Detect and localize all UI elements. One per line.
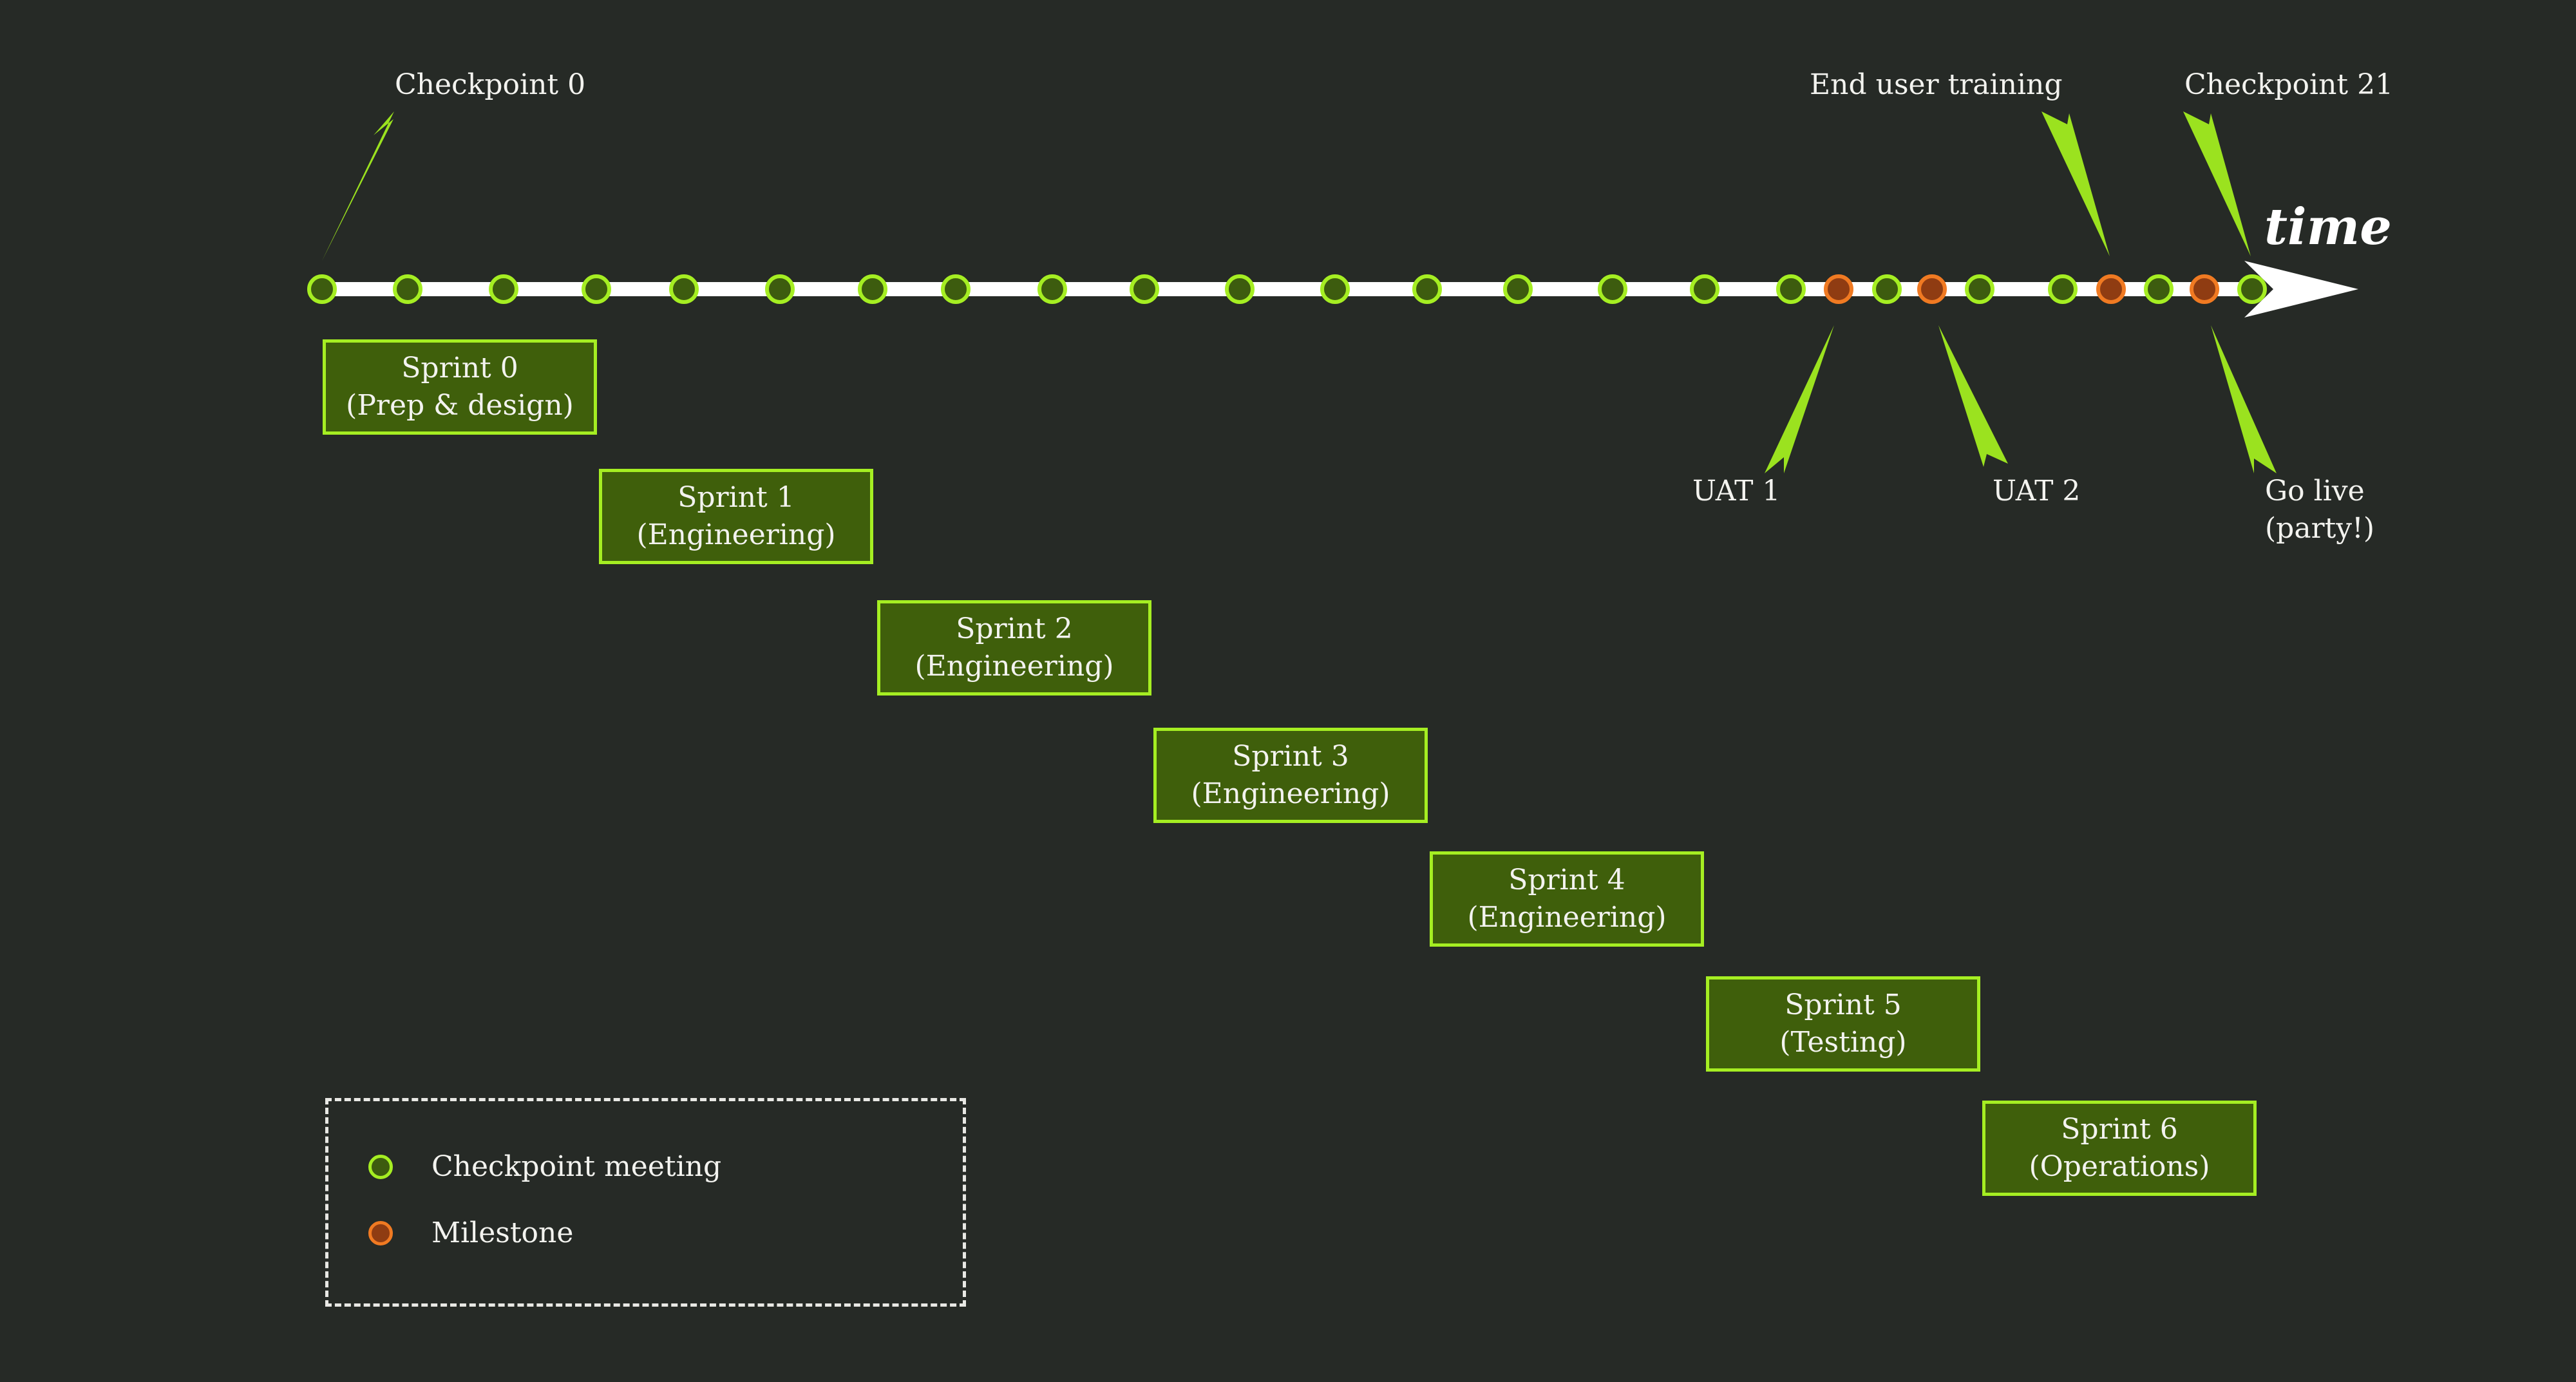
- checkpoint-point: [1412, 274, 1442, 304]
- sprint-title: Sprint 3: [1232, 740, 1349, 773]
- sprint-title: Sprint 4: [1508, 864, 1625, 896]
- uat-2-label: UAT 2: [1993, 475, 2081, 507]
- sprint-0-box: Sprint 0 (Prep & design): [323, 339, 597, 435]
- uat-1-label: UAT 1: [1692, 475, 1781, 507]
- go-live-pointer: [2211, 325, 2277, 473]
- sprint-phase: (Engineering): [1467, 901, 1667, 934]
- checkpoint-point: [2237, 274, 2267, 304]
- sprint-phase: (Operations): [2029, 1150, 2210, 1183]
- end-user-training-pointer: [2041, 111, 2110, 256]
- sprint-title: Sprint 0: [401, 352, 518, 384]
- sprint-6-box: Sprint 6 (Operations): [1982, 1101, 2257, 1196]
- go-live-label-line1: Go live: [2265, 475, 2365, 507]
- checkpoint-point: [582, 274, 611, 304]
- checkpoint-point: [1320, 274, 1350, 304]
- checkpoint-point: [1130, 274, 1159, 304]
- sprint-1-box: Sprint 1 (Engineering): [599, 469, 873, 564]
- checkpoint-point: [858, 274, 887, 304]
- sprint-5-box: Sprint 5 (Testing): [1706, 976, 1980, 1072]
- checkpoint-point: [765, 274, 795, 304]
- sprint-phase: (Engineering): [636, 518, 836, 551]
- checkpoint-point: [1037, 274, 1067, 304]
- checkpoint-21-label: Checkpoint 21: [2184, 68, 2394, 101]
- sprint-title: Sprint 5: [1785, 989, 1902, 1021]
- checkpoint-point: [1690, 274, 1719, 304]
- legend-milestone-label: Milestone: [431, 1216, 574, 1249]
- checkpoint-point: [1225, 274, 1255, 304]
- milestone-point: [2096, 274, 2126, 304]
- checkpoint-point: [1965, 274, 1994, 304]
- checkpoint-point: [307, 274, 337, 304]
- checkpoint-0-label: Checkpoint 0: [395, 68, 586, 101]
- sprint-title: Sprint 1: [677, 481, 795, 514]
- sprint-2-box: Sprint 2 (Engineering): [877, 600, 1151, 696]
- legend-checkpoint-label: Checkpoint meeting: [431, 1150, 722, 1183]
- milestone-point: [1824, 274, 1853, 304]
- checkpoint-swatch-icon: [368, 1155, 393, 1179]
- milestone-point: [1917, 274, 1947, 304]
- sprint-4-box: Sprint 4 (Engineering): [1430, 851, 1704, 947]
- checkpoint-point: [1872, 274, 1902, 304]
- checkpoint-point: [941, 274, 971, 304]
- go-live-label-line2: (party!): [2265, 512, 2374, 545]
- checkpoint-point: [489, 274, 518, 304]
- checkpoint-point: [2048, 274, 2078, 304]
- time-axis-label: time: [2264, 198, 2392, 256]
- timeline-arrowhead: [2244, 261, 2358, 317]
- go-live-label: Go live (party!): [2265, 473, 2374, 547]
- sprint-phase: (Prep & design): [346, 389, 574, 422]
- milestone-point: [2190, 274, 2219, 304]
- end-user-training-label: End user training: [1810, 68, 2063, 101]
- checkpoint-point: [1503, 274, 1533, 304]
- sprint-phase: (Engineering): [914, 650, 1114, 683]
- legend: Checkpoint meeting Milestone: [325, 1098, 966, 1307]
- sprint-3-box: Sprint 3 (Engineering): [1153, 728, 1428, 823]
- milestone-swatch-icon: [368, 1221, 393, 1245]
- sprint-phase: (Engineering): [1191, 777, 1390, 810]
- checkpoint-point: [2144, 274, 2174, 304]
- checkpoint-point: [1598, 274, 1627, 304]
- checkpoint-point: [669, 274, 699, 304]
- checkpoint-point: [1776, 274, 1806, 304]
- sprint-title: Sprint 2: [956, 612, 1073, 645]
- sprint-title: Sprint 6: [2061, 1113, 2178, 1146]
- timeline-axis-line: [319, 282, 2254, 296]
- uat-2-pointer: [1938, 325, 2008, 467]
- checkpoint-0-pointer: [322, 111, 394, 261]
- sprint-phase: (Testing): [1779, 1026, 1907, 1059]
- checkpoint-point: [393, 274, 422, 304]
- uat-1-pointer: [1765, 325, 1834, 473]
- checkpoint-21-pointer: [2183, 111, 2251, 256]
